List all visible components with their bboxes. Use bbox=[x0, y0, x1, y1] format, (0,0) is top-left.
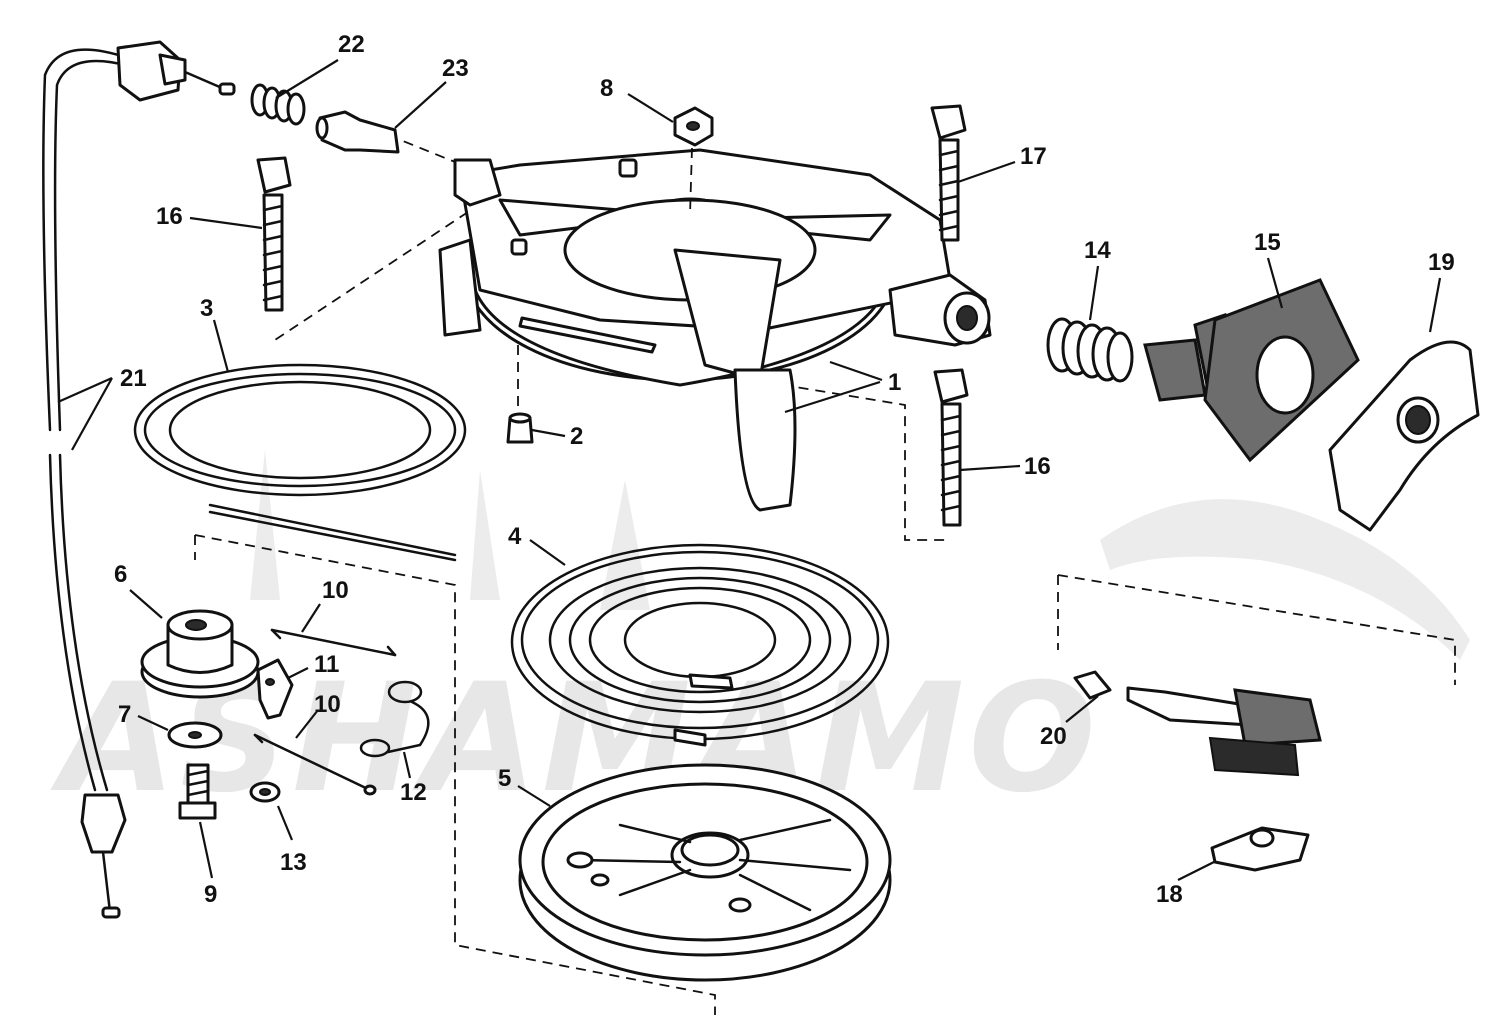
part-16-screw-left bbox=[256, 156, 292, 312]
callouts: 22 23 8 17 16 3 21 1 2 16 14 15 19 4 5 6… bbox=[114, 31, 1455, 908]
part-1-starter-housing bbox=[438, 148, 992, 512]
part-19-cover-plate bbox=[1328, 340, 1480, 532]
part-7-washer bbox=[167, 721, 223, 749]
callout-5: 5 bbox=[498, 765, 511, 792]
callout-12: 12 bbox=[400, 779, 427, 806]
callout-2: 2 bbox=[570, 423, 583, 450]
callout-7: 7 bbox=[118, 701, 131, 728]
part-8-nut bbox=[673, 106, 714, 216]
callout-1: 1 bbox=[888, 369, 901, 396]
callout-20: 20 bbox=[1040, 723, 1067, 750]
callout-10-lower: 10 bbox=[314, 691, 341, 718]
part-21-cable bbox=[42, 40, 236, 919]
callout-9: 9 bbox=[204, 881, 217, 908]
part-12-spring-clip bbox=[359, 680, 430, 758]
callout-13: 13 bbox=[280, 849, 307, 876]
part-23-plunger bbox=[315, 110, 400, 154]
callout-18: 18 bbox=[1156, 881, 1183, 908]
callout-23: 23 bbox=[442, 55, 469, 82]
part-15-bracket bbox=[1143, 278, 1360, 463]
part-4-recoil-spring bbox=[510, 543, 890, 747]
part-18-clip bbox=[1210, 826, 1310, 872]
callout-19: 19 bbox=[1428, 249, 1455, 276]
part-14-spring bbox=[1046, 317, 1134, 383]
part-10-link-lower bbox=[253, 733, 377, 796]
part-13-retaining-ring bbox=[249, 781, 281, 803]
callout-3: 3 bbox=[200, 295, 213, 322]
callout-22: 22 bbox=[338, 31, 365, 58]
callout-4: 4 bbox=[508, 523, 522, 550]
callout-14: 14 bbox=[1084, 237, 1111, 264]
callout-8: 8 bbox=[600, 75, 613, 102]
part-10-link-upper bbox=[270, 628, 397, 657]
part-17-screw bbox=[930, 104, 967, 242]
part-2-pin bbox=[506, 412, 534, 444]
part-9-bolt bbox=[178, 763, 217, 820]
part-11-pawl bbox=[256, 658, 294, 720]
part-6-hub bbox=[140, 609, 260, 699]
callout-17: 17 bbox=[1020, 143, 1047, 170]
callout-21: 21 bbox=[120, 365, 147, 392]
part-5-pulley bbox=[518, 763, 892, 982]
callout-16-lower: 16 bbox=[1024, 453, 1051, 480]
part-3-rope bbox=[133, 363, 467, 562]
part-20-handle bbox=[1073, 670, 1322, 777]
callout-15: 15 bbox=[1254, 229, 1281, 256]
callout-10-upper: 10 bbox=[322, 577, 349, 604]
callout-6: 6 bbox=[114, 561, 127, 588]
leader-lines bbox=[57, 59, 1442, 881]
part-22-spring bbox=[250, 83, 306, 126]
callout-16-upper: 16 bbox=[156, 203, 183, 230]
callout-11: 11 bbox=[314, 651, 339, 678]
part-16-screw-right bbox=[933, 368, 969, 527]
